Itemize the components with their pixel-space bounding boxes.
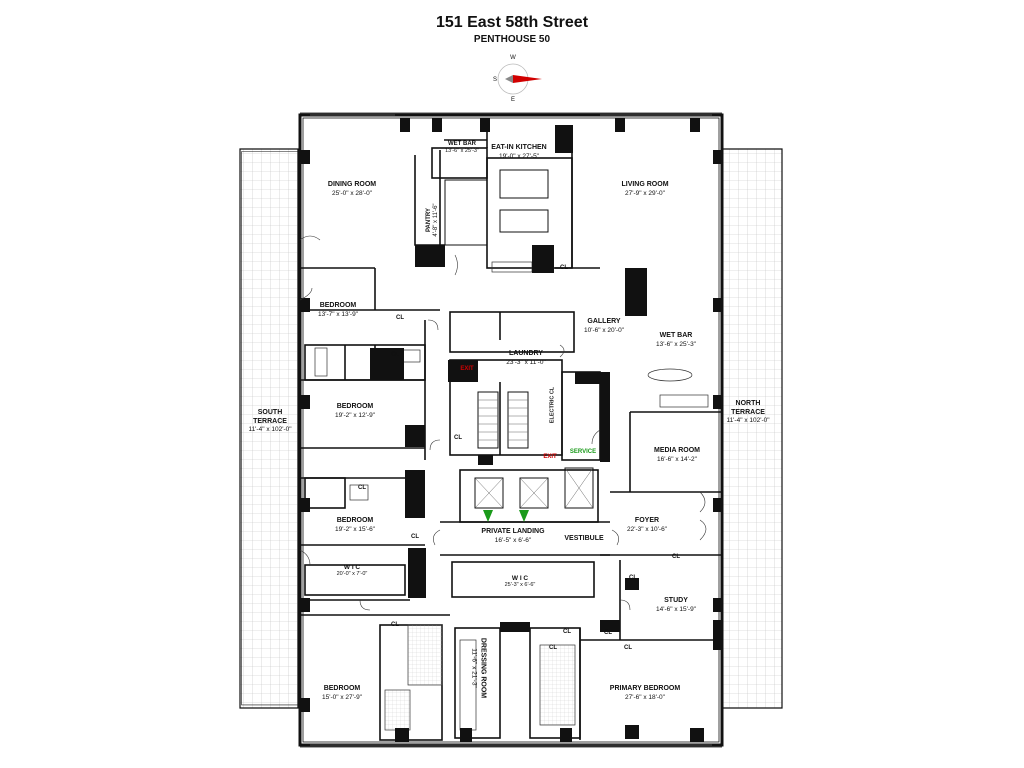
plan-subtitle: PENTHOUSE 50 bbox=[473, 34, 551, 45]
plan-title: 151 East 58th Street bbox=[435, 14, 589, 31]
closet-tag: CL bbox=[454, 435, 462, 441]
compass-south-label: S bbox=[492, 77, 498, 83]
closet-tag: CL bbox=[549, 645, 557, 651]
north-terrace-area bbox=[721, 148, 783, 709]
exterior-walls bbox=[298, 112, 724, 748]
closet-tag: CL bbox=[560, 265, 568, 271]
elevator-arrows bbox=[483, 510, 529, 522]
closet-tag: CL bbox=[391, 622, 399, 628]
closet-tag: CL bbox=[396, 315, 404, 321]
compass-rose bbox=[497, 63, 542, 95]
closet-tag: CL bbox=[624, 645, 632, 651]
closet-tag: CL bbox=[411, 534, 419, 540]
window-ticks bbox=[310, 114, 712, 746]
exit-tag-stair-2: EXIT bbox=[543, 454, 557, 460]
exit-tag-stair-1: EXIT bbox=[460, 366, 474, 372]
closet-tag: CL bbox=[604, 630, 612, 636]
stairs bbox=[474, 399, 594, 509]
closet-tag: CL bbox=[629, 575, 637, 581]
label-vestibule: VESTIBULE bbox=[564, 535, 604, 542]
closet-tag: CL bbox=[563, 629, 571, 635]
fixtures bbox=[314, 261, 709, 731]
compass-east-label: E bbox=[510, 97, 516, 103]
interior-walls bbox=[300, 125, 722, 741]
closet-tag: CL bbox=[358, 485, 366, 491]
structural-columns bbox=[300, 118, 722, 742]
closet-tag: CL bbox=[672, 554, 680, 560]
door-swings bbox=[299, 235, 707, 611]
closet-tag: CL bbox=[391, 352, 399, 358]
compass-west-label: W bbox=[510, 55, 516, 61]
electric-closet-tag: ELECTRIC CL bbox=[549, 386, 556, 424]
service-elevator-tag: SERVICE bbox=[569, 449, 597, 455]
